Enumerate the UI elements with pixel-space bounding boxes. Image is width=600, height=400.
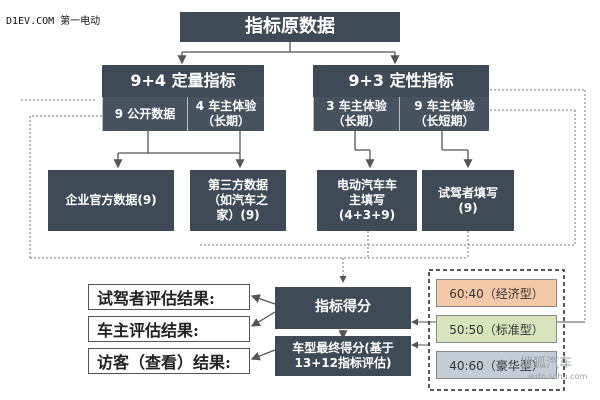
source-official: 企业官方数据(9)	[48, 170, 174, 231]
sohu-brand-watermark: 搜狐汽车	[520, 356, 573, 371]
raw-data-box: 指标原数据	[180, 12, 400, 42]
qual-sub-owner-long: 3 车主体验 （长期）	[313, 97, 399, 131]
source-ev-owner: 电动汽车车 主填写 (4+3+9)	[317, 170, 417, 231]
ratio-frame	[428, 269, 565, 391]
quant-title-box: 9+4 定量指标	[102, 65, 264, 97]
result-visitor: 访客（查看）结果:	[88, 348, 250, 374]
quant-sub-owner: 4 车主体验 （长期）	[187, 97, 264, 131]
quant-sub-public: 9 公开数据	[102, 97, 187, 131]
source-test-driver: 试驾者填写 (9)	[422, 170, 514, 231]
sohu-url-watermark: auto.sohu.com	[528, 372, 588, 381]
ratio-standard: 50:50（标准型）	[436, 315, 557, 343]
final-score-box: 车型最终得分(基于 13+12指标评估)	[275, 336, 411, 376]
source-third-party: 第三方数据 （如汽车之 家）(9)	[190, 170, 286, 231]
result-owner: 车主评估结果:	[88, 316, 250, 342]
qual-title-box: 9+3 定性指标	[313, 65, 489, 97]
indicator-score-box: 指标得分	[275, 287, 411, 329]
qual-sub-owner-mixed: 9 车主体验 （长短期）	[399, 97, 489, 131]
result-test-driver: 试驾者评估结果:	[88, 284, 250, 310]
ratio-economy: 60:40（经济型）	[436, 279, 557, 307]
watermark-text: D1EV.COM 第一电动	[6, 16, 101, 27]
ratio-luxury: 40:60（豪华型）	[436, 351, 557, 379]
